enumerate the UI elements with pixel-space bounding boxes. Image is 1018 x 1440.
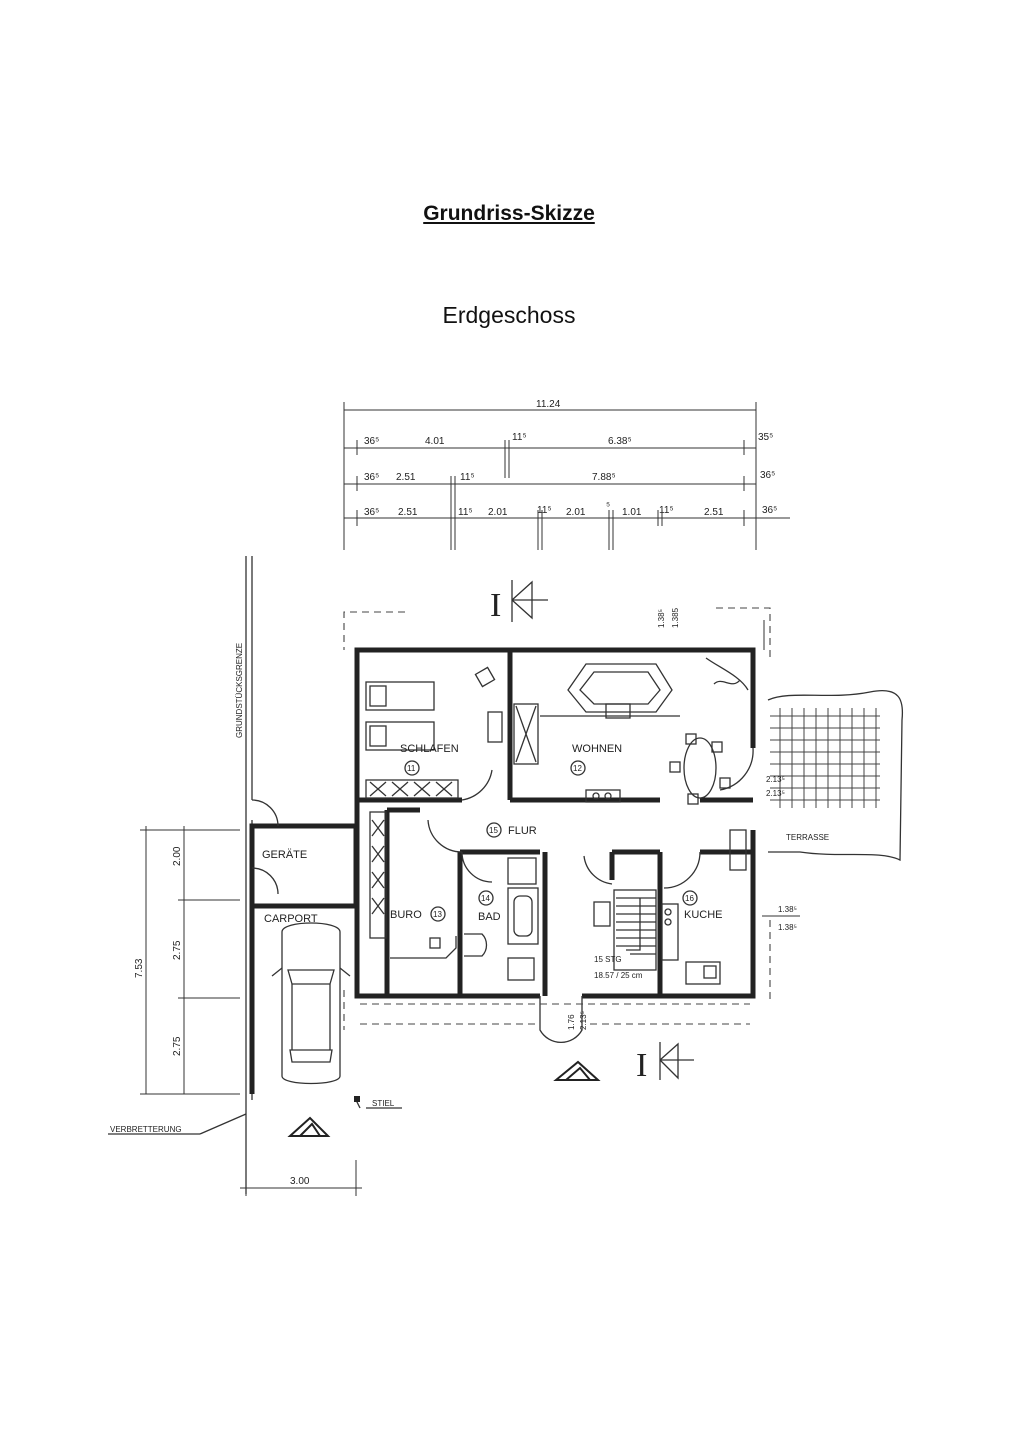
- dim-row3-e: 11⁵: [537, 505, 552, 516]
- exterior-walls: [354, 647, 756, 999]
- dim-row1-a: 36⁵: [364, 436, 379, 447]
- dim-carport-width: 3.00: [290, 1176, 310, 1187]
- dim-right-top-b: 1.385: [671, 607, 680, 628]
- top-dimension-chains: 11.24 36⁵ 4.01 11⁵ 6.38⁵ 35⁵ 36⁵ 2.51 11…: [343, 399, 790, 550]
- page-subtitle: Erdgeschoss: [442, 302, 576, 328]
- terrace: TERRASSE: [767, 690, 904, 862]
- property-line: GRUNDSTÜCKSGRENZE: [235, 556, 253, 1194]
- dim-kitchen-a: 1.38⁵: [778, 905, 797, 914]
- svg-text:I: I: [490, 587, 501, 624]
- logo-mark-entry: [553, 1060, 601, 1081]
- left-dimensions: 7.53 2.00 2.75 2.75: [134, 826, 240, 1095]
- dim-row1-c: 11⁵: [512, 432, 527, 443]
- dim-kitchen-b: 1.38⁵: [778, 923, 797, 932]
- carport-structure: GERÄTE CARPORT STIEL: [249, 799, 402, 1109]
- room-schlafen-name: SCHLAFEN: [400, 743, 459, 755]
- dim-row3-k: 36⁵: [762, 505, 777, 516]
- dim-row2-e: 36⁵: [760, 470, 775, 481]
- stairs-count: 15 STG: [594, 955, 622, 964]
- property-line-label: GRUNDSTÜCKSGRENZE: [235, 643, 244, 738]
- room-wohnen-number: 12: [573, 764, 582, 773]
- dim-row3-d: 2.01: [488, 507, 508, 518]
- roof-outline-dashed: [343, 607, 771, 1030]
- dim-row1-d: 6.38⁵: [608, 436, 632, 447]
- schlafen-furniture: [365, 666, 503, 799]
- carport-width-dimension: 3.00: [240, 1160, 362, 1196]
- dim-row3-h: 1.01: [622, 507, 642, 518]
- stairs: 15 STG 18.57 / 25 cm: [593, 889, 657, 980]
- right-dimensions: 1.38⁵ 1.385 2.13⁵ 2.13⁵ 1.38⁵ 1.38⁵: [657, 607, 800, 932]
- room-wohnen-name: WOHNEN: [572, 743, 622, 755]
- buero-furniture: [369, 811, 457, 959]
- geraete-label: GERÄTE: [262, 849, 307, 861]
- dim-row3-c: 11⁵: [458, 507, 473, 518]
- dim-terrace-a: 2.13⁵: [766, 775, 785, 784]
- terrace-label: TERRASSE: [786, 833, 829, 842]
- section-marker-bottom: I: [636, 1042, 694, 1084]
- page-title: Grundriss-Skizze: [423, 202, 595, 225]
- dim-entry-b: 2.13⁵: [579, 1011, 588, 1030]
- room-schlafen-number: 11: [407, 764, 416, 773]
- dim-row1-e: 35⁵: [758, 432, 773, 443]
- room-kueche-number: 16: [685, 894, 694, 903]
- dim-row2-c: 11⁵: [460, 472, 475, 483]
- room-bad-number: 14: [481, 894, 490, 903]
- room-kueche-name: KUCHE: [684, 909, 723, 921]
- room-buero-number: 13: [433, 910, 442, 919]
- dim-row3-j: 2.51: [704, 507, 724, 518]
- dim-right-top-a: 1.38⁵: [657, 609, 666, 628]
- dim-row3-g: ⁵: [606, 501, 610, 512]
- dim-total-width: 11.24: [536, 399, 561, 410]
- car-icon: [271, 922, 351, 1085]
- bad-furniture: [464, 857, 539, 981]
- room-flur-name: FLUR: [508, 825, 537, 837]
- stiel-label: STIEL: [372, 1099, 395, 1108]
- carport-label: CARPORT: [264, 913, 318, 925]
- dim-row3-b: 2.51: [398, 507, 418, 518]
- dim-row2-d: 7.88⁵: [592, 472, 616, 483]
- logo-mark-carport: [287, 1116, 331, 1137]
- dim-row3-i: 11⁵: [659, 505, 674, 516]
- room-labels: SCHLAFEN 11 WOHNEN 12 15 FLUR BURO 13 14…: [390, 743, 723, 923]
- dim-left-seg-2: 2.75: [172, 940, 183, 960]
- door-swings: [427, 747, 754, 1043]
- verbretterung-label: VERBRETTERUNG: [110, 1125, 182, 1134]
- dim-entry-a: 1.76: [567, 1014, 576, 1030]
- dim-terrace-b: 2.13⁵: [766, 789, 785, 798]
- svg-text:I: I: [636, 1047, 647, 1084]
- dim-left-seg-1: 2.00: [172, 846, 183, 866]
- dim-row2-b: 2.51: [396, 472, 416, 483]
- stairs-ratio: 18.57 / 25 cm: [594, 971, 643, 980]
- section-marker-top: I: [490, 580, 548, 624]
- interior-walls: [357, 650, 753, 996]
- room-buero-name: BURO: [390, 909, 422, 921]
- dim-left-total: 7.53: [134, 958, 145, 978]
- verbretterung-label-group: VERBRETTERUNG: [108, 1113, 247, 1135]
- room-bad-name: BAD: [478, 911, 501, 923]
- kueche-furniture: [661, 829, 747, 985]
- dim-row1-b: 4.01: [425, 436, 445, 447]
- dim-row2-a: 36⁵: [364, 472, 379, 483]
- room-flur-number: 15: [489, 826, 498, 835]
- entry-dimensions: 1.76 2.13⁵: [360, 1003, 750, 1030]
- dim-row3-f: 2.01: [566, 507, 586, 518]
- dim-row3-a: 36⁵: [364, 507, 379, 518]
- dim-left-seg-3: 2.75: [172, 1036, 183, 1056]
- wohnen-furniture: [513, 657, 749, 805]
